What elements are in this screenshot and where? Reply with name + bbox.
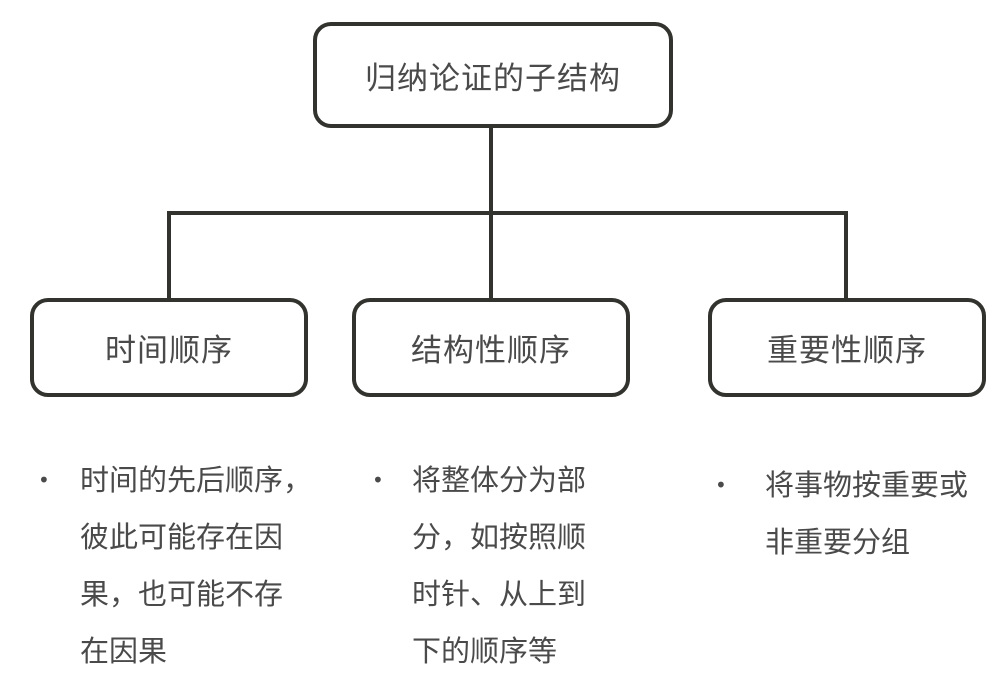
note-structural-order-text: 将整体分为部 分，如按照顺 时针、从上到 下的顺序等 <box>412 452 586 676</box>
note-line: 在因果 <box>80 634 168 668</box>
connector-drop-left <box>167 211 171 300</box>
note-importance-order: • 将事物按重要或 非重要分组 <box>715 457 968 571</box>
note-line: 非重要分组 <box>765 525 911 559</box>
note-line: 下的顺序等 <box>412 634 558 668</box>
bullet-marker: • <box>372 468 384 492</box>
note-line: 将整体分为部 <box>412 463 587 497</box>
note-line: 时针、从上到 <box>412 577 587 611</box>
note-line: 时间的先后顺序， <box>80 463 313 497</box>
note-time-order: • 时间的先后顺序， 彼此可能存在因 果，也可能不存 在因果 <box>38 452 312 676</box>
node-structural-order-label: 结构性顺序 <box>411 333 571 369</box>
note-importance-order-text: 将事物按重要或 非重要分组 <box>765 457 968 571</box>
node-structural-order[interactable]: 结构性顺序 <box>352 298 630 397</box>
note-line: 将事物按重要或 <box>765 468 969 502</box>
note-line: 彼此可能存在因 <box>80 520 284 554</box>
note-line: 分，如按照顺 <box>412 520 587 554</box>
bullet-marker: • <box>38 468 50 492</box>
connector-drop-right <box>844 211 848 300</box>
node-time-order-label: 时间顺序 <box>105 333 233 369</box>
note-line: 果，也可能不存 <box>80 577 284 611</box>
note-time-order-text: 时间的先后顺序， 彼此可能存在因 果，也可能不存 在因果 <box>80 452 312 676</box>
connector-branch-bar <box>167 211 848 215</box>
node-time-order[interactable]: 时间顺序 <box>30 298 308 397</box>
node-importance-order[interactable]: 重要性顺序 <box>708 298 986 397</box>
bullet-marker: • <box>715 473 727 497</box>
note-structural-order: • 将整体分为部 分，如按照顺 时针、从上到 下的顺序等 <box>372 452 586 676</box>
node-importance-order-label: 重要性顺序 <box>767 333 927 369</box>
node-root-label: 归纳论证的子结构 <box>365 60 621 97</box>
node-root[interactable]: 归纳论证的子结构 <box>313 22 673 128</box>
